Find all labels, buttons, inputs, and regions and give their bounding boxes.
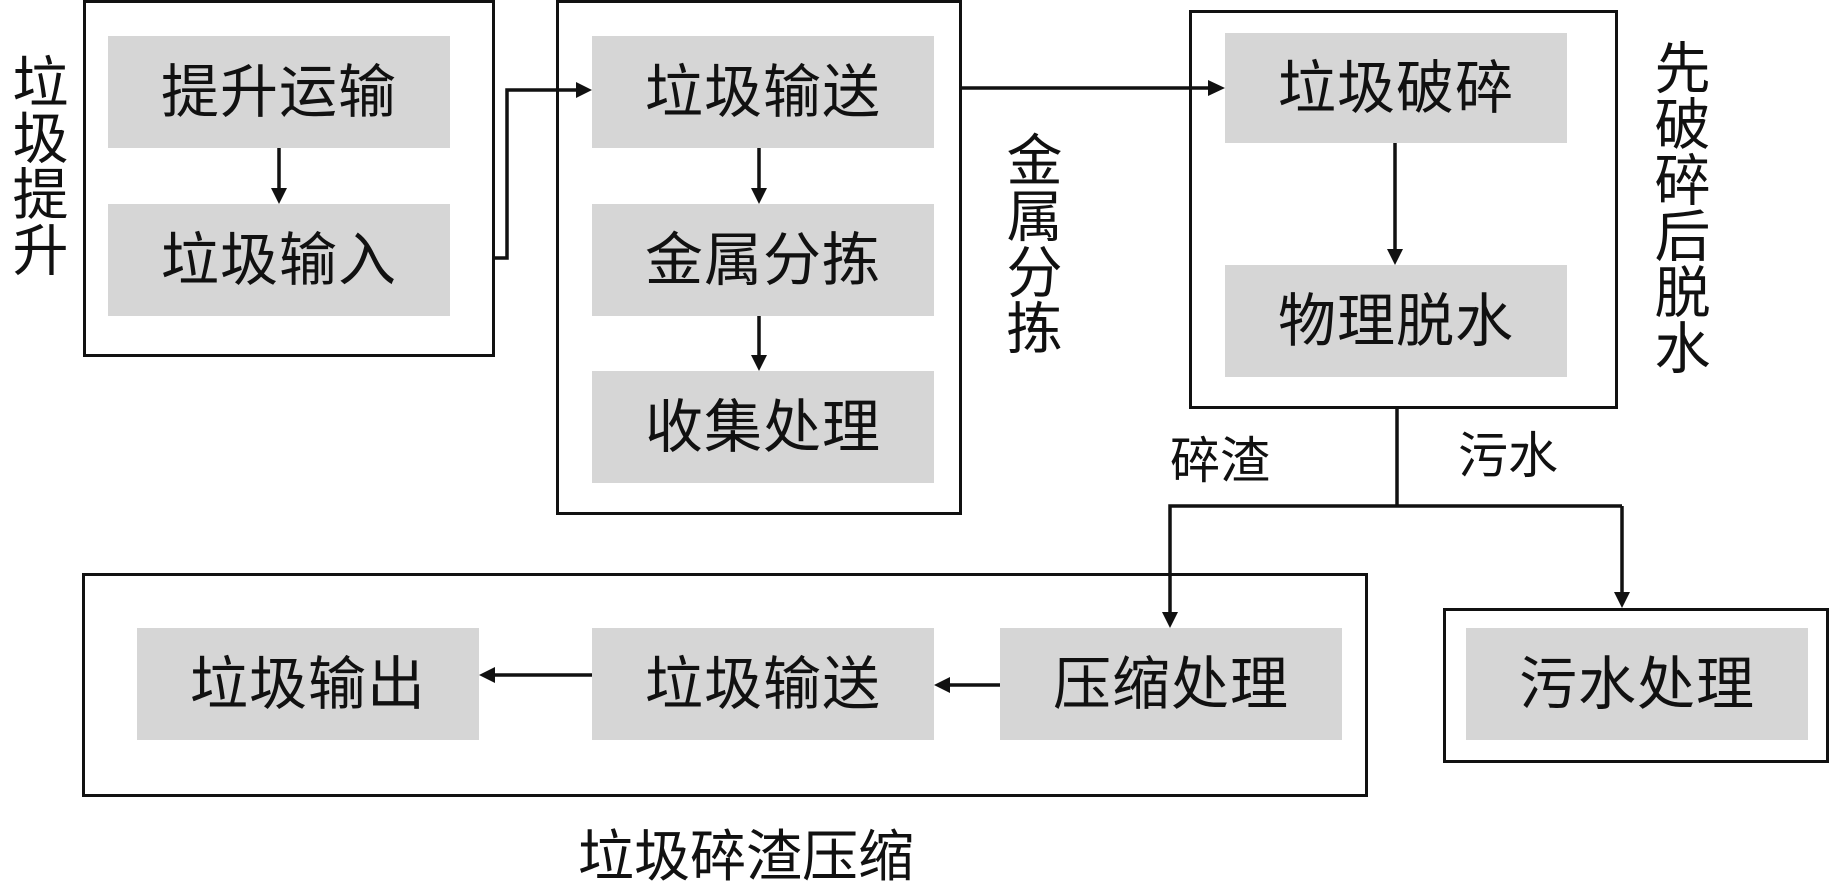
arrowhead-conveying-to-crushing: [1208, 80, 1225, 96]
step-lift-transport: 提升运输: [108, 36, 450, 148]
arrowhead-compression-to-conveying: [934, 677, 950, 693]
arrowhead-to-sewage: [1614, 592, 1630, 608]
sorting-frame: [556, 0, 962, 515]
step-compression: 压缩处理: [1000, 628, 1342, 740]
sewage-frame: [1443, 608, 1829, 763]
step-waste-input: 垃圾输入: [108, 204, 450, 316]
step-waste-conveying-2: 垃圾输送: [592, 628, 934, 740]
crush-group-label: 先破碎后脱水: [1645, 39, 1710, 375]
sewage-branch-label: 污水: [1458, 427, 1558, 485]
step-collection: 收集处理: [592, 371, 934, 483]
arrow-input-to-conveying: [495, 88, 578, 260]
arrow-to-compression: [1168, 504, 1622, 614]
step-sewage-treatment: 污水处理: [1466, 628, 1808, 740]
step-physical-dewatering: 物理脱水: [1225, 265, 1567, 377]
crush-frame: [1189, 10, 1618, 409]
step-waste-output: 垃圾输出: [137, 628, 479, 740]
lift-group-label: 垃圾提升: [3, 53, 68, 277]
arrowhead-to-compression: [1162, 612, 1178, 628]
step-waste-conveying: 垃圾输送: [592, 36, 934, 148]
arrowhead-sorting-to-collection: [751, 355, 767, 371]
arrowhead-input-to-conveying: [576, 82, 592, 98]
lift-frame: [83, 0, 495, 357]
arrowhead-conveying-to-sorting: [751, 188, 767, 204]
arrowhead-crushing-to-dewatering: [1387, 249, 1403, 265]
compress-group-label: 垃圾碎渣压缩: [578, 825, 914, 890]
compress-frame: [82, 573, 1368, 797]
residue-branch-label: 碎渣: [1170, 432, 1270, 490]
sorting-group-label: 金属分拣: [997, 131, 1062, 355]
step-waste-crushing: 垃圾破碎: [1225, 33, 1567, 143]
arrowhead-conveying-to-output: [479, 667, 495, 683]
arrowhead-lift-to-input: [271, 188, 287, 204]
step-metal-sorting: 金属分拣: [592, 204, 934, 316]
